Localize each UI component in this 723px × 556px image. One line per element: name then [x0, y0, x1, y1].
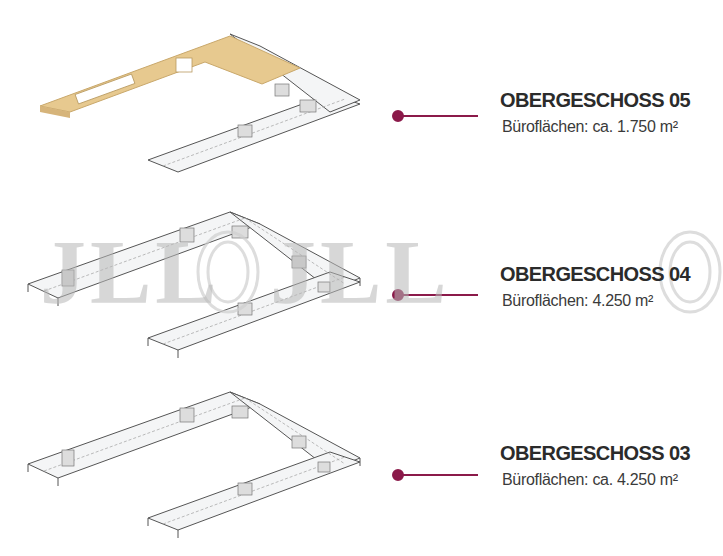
floor-area: Büroflächen: ca. 4.250 m²: [502, 470, 678, 490]
watermark: JLL: [40, 226, 221, 318]
floor-title: OBERGESCHOSS 04: [500, 262, 690, 286]
floor-area: Büroflächen: ca. 1.750 m²: [502, 117, 678, 137]
floor-title: OBERGESCHOSS 03: [500, 441, 690, 465]
watermark: JLL: [270, 226, 451, 318]
floor-area: Büroflächen: 4.250 m²: [502, 291, 653, 311]
floor-title: OBERGESCHOSS 05: [500, 88, 690, 112]
